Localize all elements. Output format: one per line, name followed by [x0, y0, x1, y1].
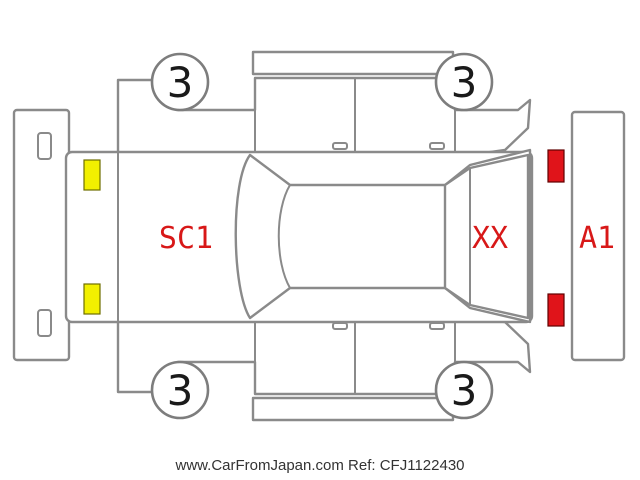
roof-strip-bottom: [251, 396, 455, 422]
front-marker-top: [547, 149, 565, 183]
hood-code: SC1: [159, 221, 213, 256]
wheel-front-top-score: 3: [451, 58, 478, 107]
wheel-rear-bottom: 3: [150, 360, 210, 420]
rear-marker-bottom: [83, 283, 101, 315]
front-bumper: [570, 110, 626, 362]
roof-strip-top: [251, 50, 455, 76]
windshield-code: XX: [472, 221, 508, 256]
wheel-front-top: 3: [434, 52, 494, 112]
wheel-rear-bottom-score: 3: [167, 366, 194, 415]
rear-bumper: [12, 108, 71, 362]
footer-reference: www.CarFromJapan.com Ref: CFJ1122430: [0, 457, 640, 474]
footer-website: www.CarFromJapan.com: [175, 457, 344, 474]
wheel-front-bottom-score: 3: [451, 366, 478, 415]
car-body-top: [64, 148, 534, 324]
front-bumper-code: A1: [579, 221, 615, 256]
rear-marker-top: [83, 159, 101, 191]
wheel-front-bottom: 3: [434, 360, 494, 420]
footer-ref: Ref: CFJ1122430: [348, 457, 465, 474]
wheel-rear-top-score: 3: [167, 58, 194, 107]
wheel-rear-top: 3: [150, 52, 210, 112]
front-marker-bottom: [547, 293, 565, 327]
